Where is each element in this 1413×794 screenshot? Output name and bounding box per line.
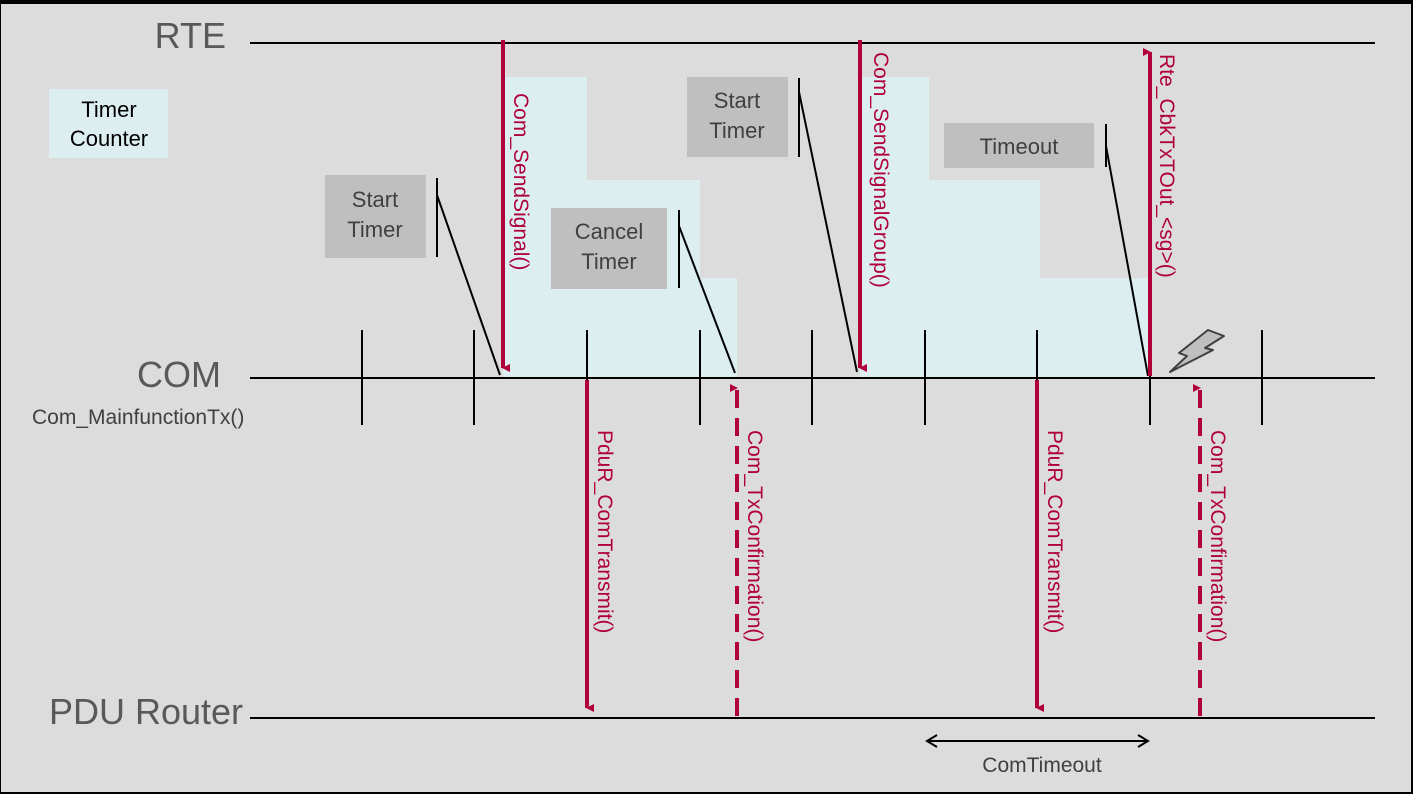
label-pdur-transmit-2: PduR_ComTransmit() xyxy=(1043,430,1066,633)
start-timer-box-1 xyxy=(325,175,426,258)
legend-box xyxy=(49,89,168,158)
timeout-box xyxy=(944,123,1094,168)
start-timer-2-line-2: Timer xyxy=(709,118,764,143)
label-pdur-transmit-1: PduR_ComTransmit() xyxy=(593,430,616,633)
cancel-timer-line-1: Cancel xyxy=(575,219,643,244)
pdur-label: PDU Router xyxy=(49,691,243,732)
legend-line-1: Timer xyxy=(81,97,136,122)
com-timeout-dimension xyxy=(925,734,1150,748)
com-label: COM xyxy=(137,354,221,395)
timeout-line: Timeout xyxy=(980,134,1059,159)
start-timer-box-2 xyxy=(687,77,788,157)
label-tx-confirmation-1: Com_TxConfirmation() xyxy=(743,430,766,642)
label-cbk-tx-tout: Rte_CbkTxTOut_<sg>() xyxy=(1155,54,1178,278)
rte-label: RTE xyxy=(155,15,226,56)
cancel-timer-box xyxy=(551,208,667,289)
cancel-timer-line-2: Timer xyxy=(581,249,636,274)
lightning-icon xyxy=(1169,329,1225,373)
com-timeout-label: ComTimeout xyxy=(982,754,1102,777)
legend-line-2: Counter xyxy=(70,126,148,151)
call-arrows xyxy=(501,40,1202,716)
box-connectors xyxy=(436,78,1149,377)
start-timer-2-line-1: Start xyxy=(714,88,760,113)
start-timer-1-line-1: Start xyxy=(352,187,398,212)
start-timer-1-line-2: Timer xyxy=(347,217,402,242)
timer-counter-area-2 xyxy=(860,77,1150,378)
label-send-signal-group: Com_SendSignalGroup() xyxy=(869,52,892,288)
label-send-signal: Com_SendSignal() xyxy=(509,93,532,270)
label-tx-confirmation-2: Com_TxConfirmation() xyxy=(1206,430,1229,642)
com-mainfunction-label: Com_MainfunctionTx() xyxy=(32,406,244,429)
